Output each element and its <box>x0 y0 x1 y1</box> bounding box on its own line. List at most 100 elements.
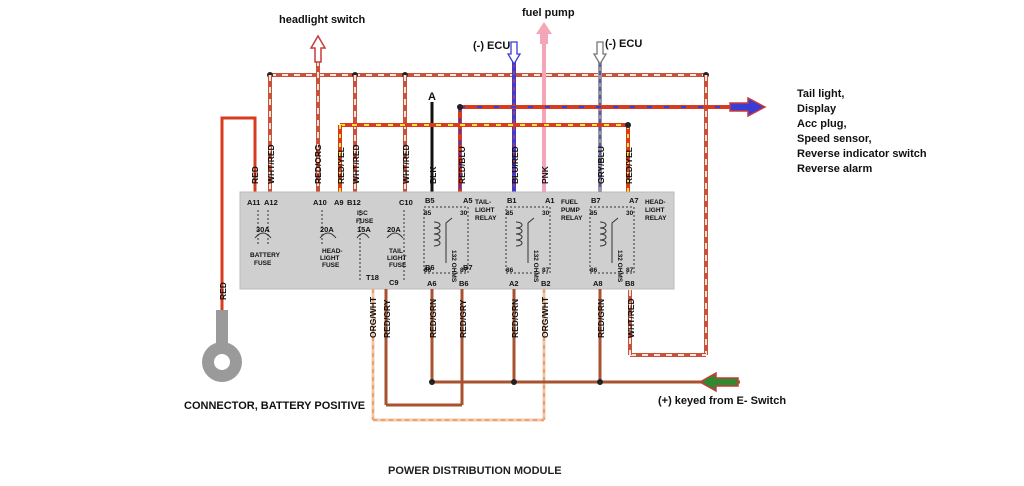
relay-name: LIGHT <box>645 207 665 214</box>
fuse-name: FUSE <box>356 218 374 225</box>
wire-label: RED <box>250 166 260 184</box>
relay-name: RELAY <box>475 215 497 222</box>
wire-label: RED <box>218 282 228 300</box>
tail-outputs-list: Tail light, Display Acc plug, Speed sens… <box>797 88 927 175</box>
fuse-amps: 20A <box>387 225 401 234</box>
relay-pin: B1 <box>507 196 517 205</box>
fuse-name: FUSE <box>322 262 340 269</box>
relay-pin: A7 <box>629 196 639 205</box>
fuse-pin: C10 <box>399 198 413 207</box>
fuse-group <box>254 210 405 282</box>
fuse-name: BATTERY <box>250 252 281 259</box>
red-yel-bus <box>338 122 631 192</box>
relay-name: FUEL <box>561 199 578 206</box>
relay-term: 85 <box>424 210 432 217</box>
relay-labels: B5 A5 85 30 86 87 B6 B7 A6 B6 132 OHMS T… <box>424 196 667 288</box>
right-return-wire <box>628 75 708 357</box>
tail-output-bus <box>457 104 740 192</box>
fuel-pump-arrow <box>536 22 552 44</box>
relay-term: 85 <box>506 210 514 217</box>
relay-pin: B5 <box>425 196 435 205</box>
fuse-name: TAIL- <box>389 248 405 255</box>
relay-term: 85 <box>590 210 598 217</box>
relay-name: HEAD- <box>645 199 666 206</box>
wire-label: RED/YEL <box>336 147 346 184</box>
fuel-pump-label: fuel pump <box>522 7 575 19</box>
fuse-name: HEAD- <box>322 248 343 255</box>
wire-label: GRY/BLU <box>596 146 606 184</box>
relay-term: 86 <box>424 267 432 274</box>
fuse-amps: 30A <box>256 225 270 234</box>
wire-label: RED/GRN <box>428 299 438 338</box>
keyed-input-arrow <box>698 371 739 393</box>
fuse-pin: C9 <box>389 278 399 287</box>
relay-pin: B2 <box>541 279 551 288</box>
tail-output-arrow <box>729 96 767 118</box>
tail-output-item: Display <box>797 103 837 115</box>
fuse-pin: B12 <box>347 198 361 207</box>
relay-term: 30 <box>626 210 634 217</box>
relay-boxes <box>423 206 635 274</box>
wire-label: RED/GRN <box>510 299 520 338</box>
wire-label: WHT/RED <box>266 144 276 184</box>
relay-pin: A6 <box>427 279 437 288</box>
tail-output-item: Reverse alarm <box>797 163 872 175</box>
wire-label: RED/GRY <box>458 299 468 338</box>
relay-name: RELAY <box>645 215 667 222</box>
wire-label: WHT/RED <box>401 144 411 184</box>
fuse-name: FUSE <box>389 262 407 269</box>
relay-name: LIGHT <box>475 207 495 214</box>
fuse-extra-pin: T18 <box>366 273 379 282</box>
relay-ohms: 132 OHMS <box>450 250 457 283</box>
fuse-name: LIGHT <box>320 255 340 262</box>
relay-pin: B6 <box>459 279 469 288</box>
relay-term: 30 <box>542 210 550 217</box>
relay-pin: B7 <box>463 263 473 272</box>
ecu-right-arrow <box>592 41 608 66</box>
relay-pin: A1 <box>545 196 555 205</box>
wire-label: RED/ORG <box>313 144 323 184</box>
wire-label: WHT/RED <box>351 144 361 184</box>
top-vertical-wires <box>268 40 630 192</box>
relay-term: 87 <box>542 267 550 274</box>
module-title: POWER DISTRIBUTION MODULE <box>388 465 562 477</box>
relay-coils <box>433 217 619 263</box>
headlight-switch-label: headlight switch <box>279 14 365 26</box>
wire-label: RED/BLU <box>457 146 467 184</box>
fuse-name: ISC <box>357 210 368 217</box>
relay-term: 87 <box>626 267 634 274</box>
relay-pin: A2 <box>509 279 519 288</box>
relay-name: TAIL- <box>475 199 491 206</box>
wire-label: RED/GRN <box>596 299 606 338</box>
fuse-amps: 20A <box>320 225 334 234</box>
fuse-name: LIGHT <box>387 255 407 262</box>
wire-a-label: A <box>428 91 436 103</box>
relay-pin: B6 <box>425 263 435 272</box>
ecu-left-label: (-) ECU <box>473 40 510 52</box>
fuse-pin: A9 <box>334 198 344 207</box>
battery-connector <box>202 310 242 382</box>
relay-ohms: 132 OHMS <box>532 250 539 283</box>
relay-name: RELAY <box>561 215 583 222</box>
ecu-left-arrow <box>506 41 522 66</box>
fuse-amps: 15A <box>357 225 371 234</box>
relay-pin: B7 <box>591 196 601 205</box>
battery-positive-wire <box>220 116 257 320</box>
top-wire-labels: RED WHT/RED RED/ORG RED/YEL WHT/RED WHT/… <box>250 144 634 184</box>
relay-name: PUMP <box>561 207 580 214</box>
headlight-switch-arrow <box>309 34 327 63</box>
relay-pin: A5 <box>463 196 473 205</box>
fuse-pin: A12 <box>264 198 278 207</box>
tail-output-item: Acc plug, <box>797 118 847 130</box>
top-bus <box>267 72 709 78</box>
fuse-name: FUSE <box>254 260 272 267</box>
relay-pin: B8 <box>625 279 635 288</box>
relay-term: 87 <box>460 267 468 274</box>
relay-pin: A8 <box>593 279 603 288</box>
relay-term: 30 <box>460 210 468 217</box>
bottom-vertical-wires <box>371 289 602 420</box>
tail-output-item: Speed sensor, <box>797 133 872 145</box>
wire-label: BLK <box>428 166 438 184</box>
bottom-wire-labels: RED ORG/WHT RED/GRY RED/GRN RED/GRY RED/… <box>218 282 636 338</box>
